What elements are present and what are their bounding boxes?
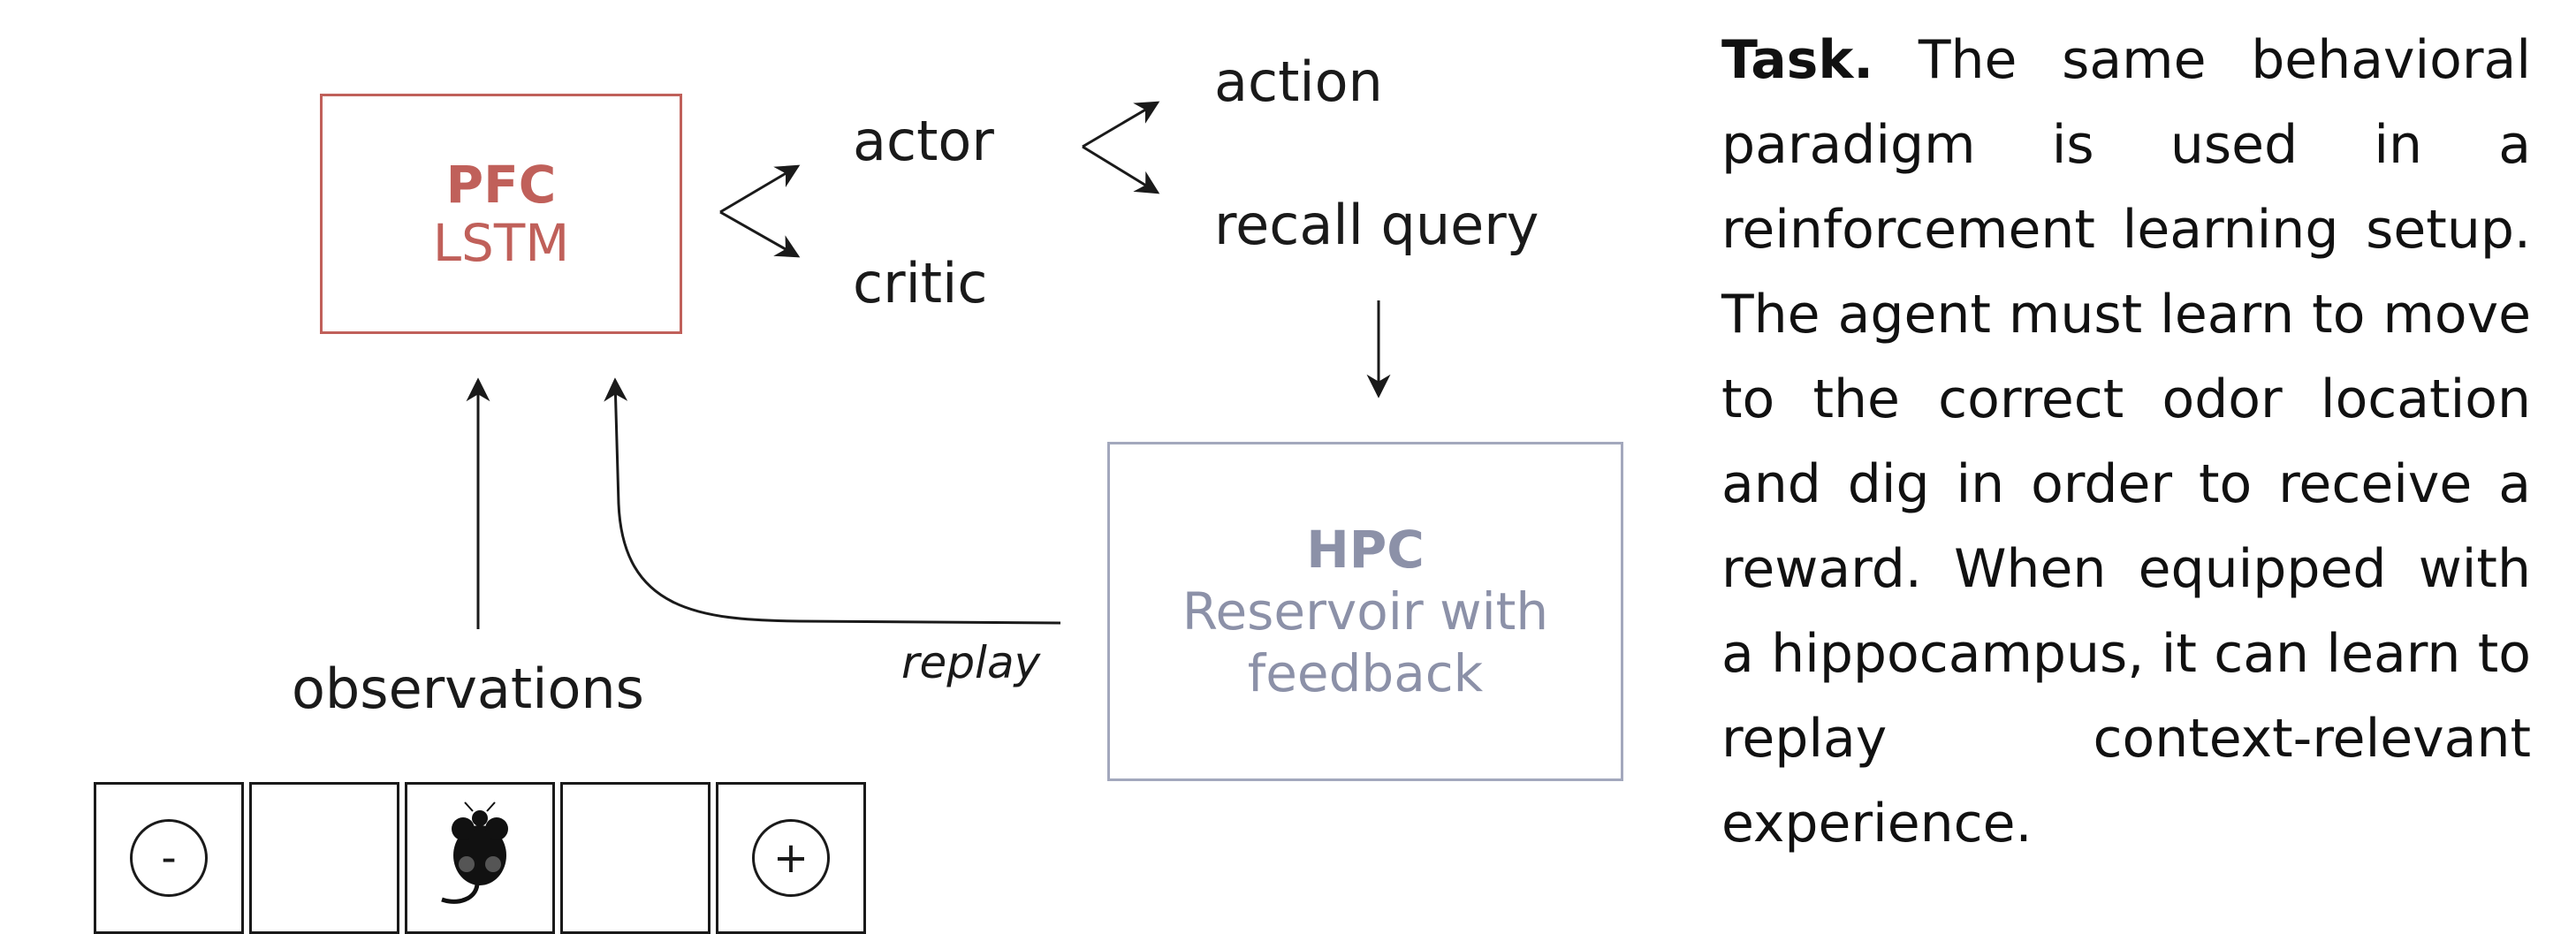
grid-cell-agent bbox=[405, 782, 555, 934]
maze-grid: - + bbox=[94, 782, 866, 934]
pfc-title: PFC bbox=[445, 155, 557, 215]
replay-to-pfc-arrow bbox=[604, 377, 1061, 625]
hpc-subtitle-line2: feedback bbox=[1247, 643, 1484, 703]
diagram-arrows bbox=[466, 101, 1391, 629]
plus-odor-icon: + bbox=[752, 819, 830, 897]
minus-odor-icon: - bbox=[130, 819, 208, 897]
critic-label: critic bbox=[853, 251, 988, 315]
pfc-to-critic-arrow bbox=[719, 210, 801, 258]
actor-to-recall-arrow bbox=[1082, 145, 1160, 194]
architecture-diagram: PFC LSTM HPC Reservoir with feedback act… bbox=[94, 49, 1623, 934]
replay-label: replay bbox=[901, 637, 1041, 688]
actor-label: actor bbox=[853, 109, 994, 173]
caption-body: The same behavioral paradigm is used in … bbox=[1721, 29, 2531, 854]
actor-to-action-arrow bbox=[1082, 101, 1160, 148]
hpc-subtitle-line1: Reservoir with bbox=[1182, 581, 1549, 642]
hpc-title: HPC bbox=[1306, 520, 1425, 580]
task-caption: Task. The same behavioral paradigm is us… bbox=[1721, 18, 2531, 866]
grid-cell-positive: + bbox=[716, 782, 866, 934]
mouse-icon bbox=[441, 801, 508, 904]
action-label: action bbox=[1214, 49, 1383, 114]
recall-query-label: recall query bbox=[1214, 193, 1539, 257]
pfc-to-actor-arrow bbox=[719, 164, 801, 214]
pfc-subtitle: LSTM bbox=[432, 213, 570, 273]
grid-cell-empty bbox=[249, 782, 399, 934]
grid-cell-empty bbox=[560, 782, 710, 934]
pfc-box: PFC LSTM bbox=[320, 94, 682, 334]
caption-heading: Task. bbox=[1721, 29, 1874, 91]
grid-cell-negative: - bbox=[94, 782, 244, 934]
hpc-box: HPC Reservoir with feedback bbox=[1107, 442, 1623, 781]
observations-label: observations bbox=[292, 657, 644, 721]
